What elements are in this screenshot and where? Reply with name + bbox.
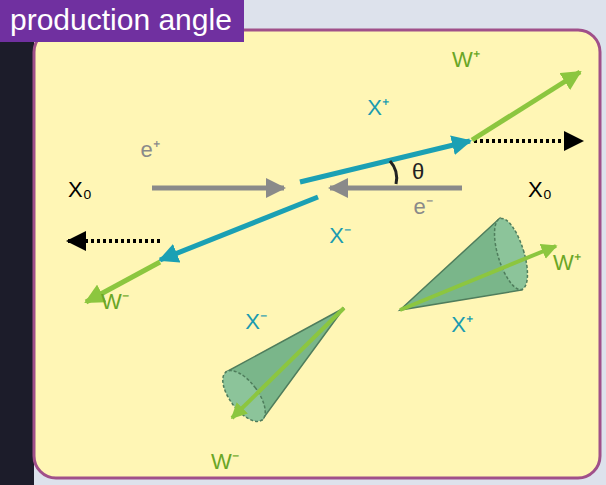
positron-beam [152, 186, 284, 191]
cone-label: X⁺ [451, 314, 473, 336]
particle-label: X₀ [68, 179, 92, 201]
panel [34, 30, 600, 478]
cone-x-minus [215, 308, 344, 428]
cone-label: W⁻ [211, 451, 239, 473]
x-minus-track [160, 197, 318, 260]
w-plus-track [472, 72, 580, 140]
beam-label: e⁻ [413, 196, 432, 218]
particle-label: X⁻ [329, 225, 351, 247]
cone-label: X⁻ [245, 311, 267, 333]
particle-label: W⁺ [452, 49, 480, 71]
electron-beam [330, 186, 462, 191]
cone-x-plus [400, 215, 556, 310]
angle-label: θ [412, 161, 424, 183]
particle-label: X⁺ [367, 97, 389, 119]
title-banner: production angle [0, 0, 244, 42]
particle-label: W⁻ [101, 291, 129, 313]
angle-arc [390, 161, 397, 184]
x-plus-track [300, 141, 470, 182]
particle-label: X₀ [528, 179, 552, 201]
x0-right-track [474, 139, 582, 143]
cone-label: W⁺ [553, 252, 581, 274]
beam-label: e⁺ [140, 139, 159, 161]
dark-strip [0, 0, 34, 485]
x0-left-track [68, 239, 160, 243]
